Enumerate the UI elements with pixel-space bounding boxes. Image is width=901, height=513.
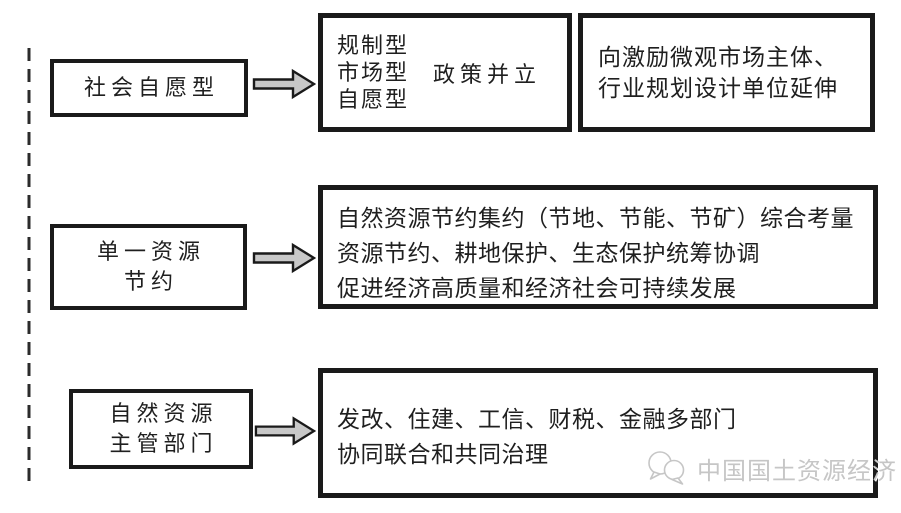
target-text-line: 发改、住建、工信、财税、金融多部门 bbox=[337, 407, 737, 432]
watermark: 中国国土资源经济 bbox=[646, 448, 897, 488]
chat-bubbles-icon bbox=[648, 451, 685, 485]
source-box-line: 自然资源 bbox=[109, 401, 218, 426]
right-arrow-icon bbox=[252, 242, 316, 274]
target-text-line: 自然资源节约集约（节地、节能、节矿）综合考量 bbox=[337, 206, 854, 231]
dashed-line bbox=[27, 48, 31, 488]
policy-annotation: 政策并立 bbox=[433, 61, 542, 87]
target-box-multi-department: 发改、住建、工信、财税、金融多部门 协同联合和共同治理 bbox=[318, 368, 878, 498]
policy-type-item: 自愿型 bbox=[337, 87, 410, 112]
incentive-extension-text: 向激励微观市场主体、行业规划设计单位延伸 bbox=[598, 44, 838, 101]
source-box-label: 社会自愿型 bbox=[83, 75, 219, 100]
target-box-policy-types: 规制型 市场型 自愿型 政策并立 bbox=[318, 13, 572, 132]
target-box-incentive-extension: 向激励微观市场主体、行业规划设计单位延伸 bbox=[578, 13, 875, 132]
source-box-line: 主管部门 bbox=[109, 431, 218, 456]
source-box-line: 节约 bbox=[123, 269, 178, 294]
right-arrow-icon bbox=[252, 68, 316, 100]
policy-type-item: 市场型 bbox=[337, 60, 410, 85]
source-box-single-resource: 单一资源 节约 bbox=[50, 224, 247, 310]
source-box-natural-resource-dept: 自然资源 主管部门 bbox=[69, 389, 253, 469]
watermark-text: 中国国土资源经济 bbox=[697, 458, 897, 485]
target-text-line: 资源节约、耕地保护、生态保护统筹协调 bbox=[337, 241, 760, 266]
target-box-resource-conservation: 自然资源节约集约（节地、节能、节矿）综合考量 资源节约、耕地保护、生态保护统筹协… bbox=[318, 185, 878, 309]
policy-type-item: 规制型 bbox=[337, 33, 410, 58]
source-box-social-voluntary: 社会自愿型 bbox=[50, 59, 248, 117]
policy-type-list: 规制型 市场型 自愿型 bbox=[337, 32, 409, 113]
target-text-line: 促进经济高质量和经济社会可持续发展 bbox=[337, 276, 737, 301]
target-text-line: 协同联合和共同治理 bbox=[337, 442, 549, 467]
source-box-line: 单一资源 bbox=[96, 239, 205, 264]
right-arrow-icon bbox=[254, 416, 316, 446]
